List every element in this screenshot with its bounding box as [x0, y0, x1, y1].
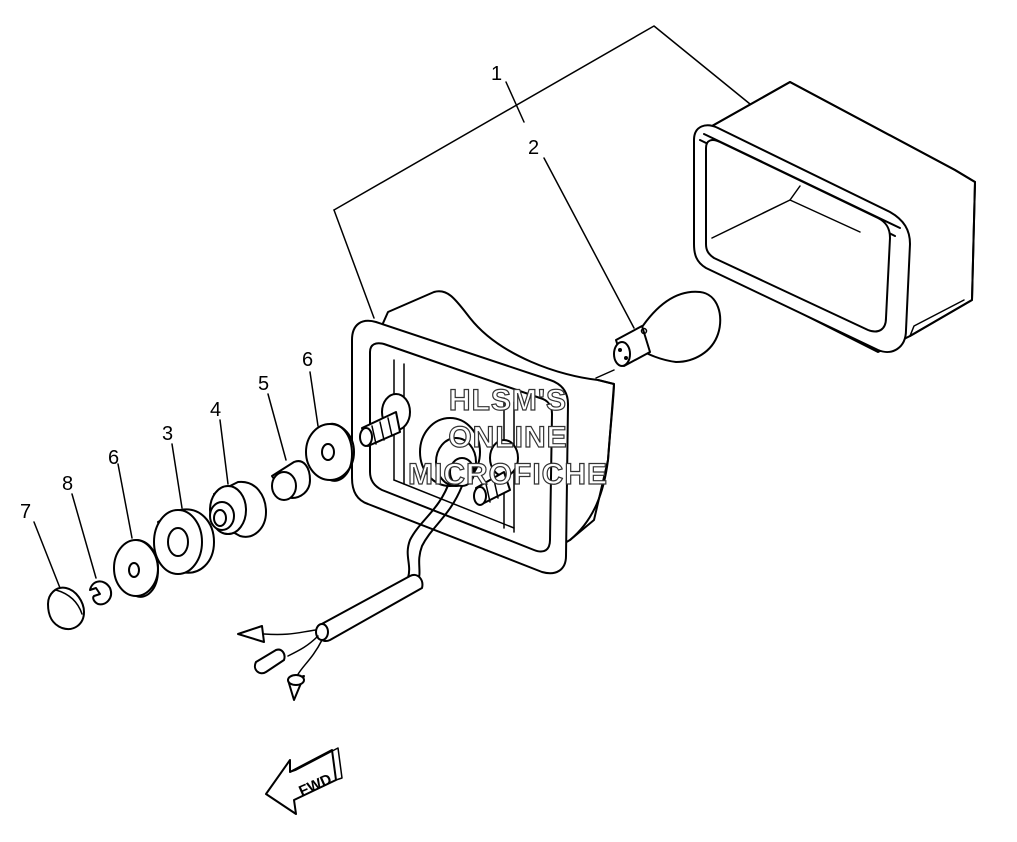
callouts: 1 2 3 4 5 6 6 7 8 — [20, 63, 539, 523]
watermark-line-1: HLSM'S — [449, 384, 567, 417]
callout-4: 4 — [210, 399, 221, 421]
studs — [359, 393, 519, 506]
leader-lines — [33, 25, 751, 589]
callout-8: 8 — [62, 473, 73, 495]
forward-arrow-icon: FWD — [265, 747, 343, 815]
lock-washer-8 — [89, 580, 112, 606]
washer-6-lower — [113, 539, 159, 598]
callout-2: 2 — [528, 137, 539, 159]
watermark-line-3: MICROFICHE — [408, 458, 608, 491]
nut-7 — [47, 586, 85, 630]
bulb — [613, 290, 722, 367]
washer-6-upper — [305, 422, 355, 482]
callout-1: 1 — [491, 63, 502, 85]
lens-housing — [693, 81, 976, 353]
callout-6-upper: 6 — [302, 349, 313, 371]
callout-7: 7 — [20, 501, 31, 523]
watermark-line-2: ONLINE — [448, 421, 567, 454]
collar-5 — [271, 460, 311, 501]
callout-5: 5 — [258, 373, 269, 395]
callout-6-lower: 6 — [108, 447, 119, 469]
grommet-3 — [153, 508, 215, 575]
watermark: HLSM'S ONLINE MICROFICHE — [407, 383, 608, 491]
wire-harness — [237, 479, 463, 701]
grommet-4 — [209, 480, 267, 538]
callout-3: 3 — [162, 423, 173, 445]
socket — [419, 417, 481, 487]
